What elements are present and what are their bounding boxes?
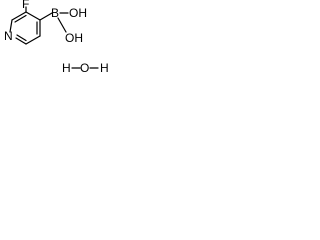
hydroxyl-bottom-label: OH (65, 31, 83, 45)
nitrogen-label: N (4, 29, 13, 43)
molecule-svg: F N B OH OH H O H (4, 0, 109, 75)
ring-bond-bottom-right (25, 35, 41, 45)
water-hydrogen-right-label: H (100, 61, 109, 75)
bond-boron-to-oh-bottom (57, 17, 67, 33)
bond-ring-to-boron (39, 12, 53, 21)
ring-double-bond-top (14, 14, 27, 23)
hydroxyl-top-label: OH (69, 6, 87, 20)
ring-bond-left-from-n (9, 19, 13, 33)
ring-bond-bottom-left-to-n (15, 37, 27, 45)
structure-diagram: F N B OH OH H O H (0, 0, 131, 82)
fluorine-label: F (22, 0, 29, 11)
water-hydrogen-left-label: H (62, 61, 71, 75)
pyridine-ring (9, 11, 41, 45)
water-oxygen-label: O (80, 61, 89, 75)
ring-double-bond-bottom (16, 34, 27, 42)
boron-label: B (51, 6, 59, 20)
ring-bond-top-right (25, 11, 41, 21)
ring-bond-top-left (11, 11, 27, 21)
